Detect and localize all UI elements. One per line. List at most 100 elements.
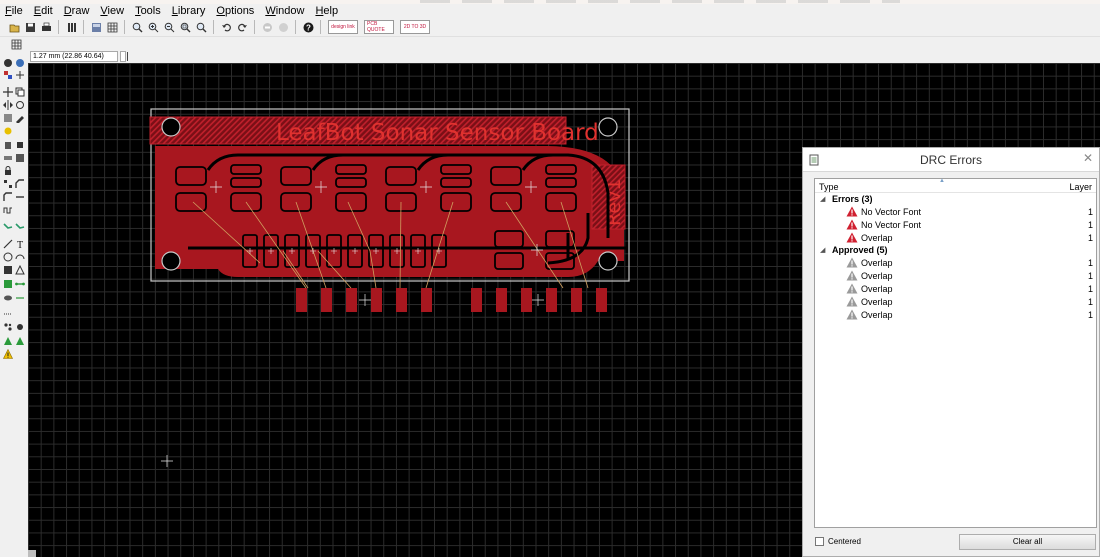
approved-row[interactable]: Overlap 1 — [815, 270, 1096, 283]
save-icon[interactable] — [24, 21, 36, 33]
smash-icon[interactable] — [3, 179, 13, 189]
zoom-redraw-icon[interactable] — [195, 21, 207, 33]
mark-icon[interactable] — [15, 70, 25, 80]
approved-row[interactable]: Overlap 1 — [815, 283, 1096, 296]
text-icon[interactable]: T — [15, 239, 25, 249]
menu-library[interactable]: Library — [171, 5, 206, 17]
pad-origins — [247, 248, 442, 254]
go-icon[interactable] — [277, 21, 289, 33]
error-row[interactable]: No Vector Font 1 — [815, 206, 1096, 219]
show-icon[interactable] — [15, 58, 25, 68]
circle-icon[interactable] — [3, 252, 13, 262]
grid-settings-icon[interactable] — [10, 38, 22, 50]
expand-triangle-icon[interactable]: ◢ — [820, 196, 826, 203]
rotate-icon[interactable] — [15, 100, 25, 110]
add-icon[interactable] — [15, 140, 25, 150]
menu-help[interactable]: Help — [315, 5, 339, 17]
toolbar-separator — [320, 20, 321, 34]
board-layout: LeafBot Sonar Sensor Board Rev1 — [149, 108, 630, 467]
drc-window-icon — [809, 154, 819, 166]
split-icon[interactable] — [3, 192, 13, 202]
via-icon[interactable] — [3, 279, 13, 289]
centered-label: Centered — [828, 537, 861, 546]
zoom-fit-icon[interactable] — [131, 21, 143, 33]
pcb-quote-button[interactable]: PCB QUOTE — [364, 20, 394, 34]
toolbar-separator — [254, 20, 255, 34]
info-icon[interactable] — [3, 58, 13, 68]
redo-icon[interactable] — [236, 21, 248, 33]
drc-icon[interactable] — [3, 336, 13, 346]
ratsnest-icon[interactable] — [3, 322, 13, 332]
replace-icon[interactable] — [15, 153, 25, 163]
menu-options[interactable]: Options — [216, 5, 255, 17]
rect-icon[interactable] — [3, 265, 13, 275]
group-errors[interactable]: ◢ Errors (3) — [815, 193, 1096, 206]
print-icon[interactable] — [40, 21, 52, 33]
trace-clearances — [188, 153, 628, 265]
move-icon[interactable] — [3, 87, 13, 97]
mirror-icon[interactable] — [3, 100, 13, 110]
hole-icon[interactable] — [3, 293, 13, 303]
cam-icon[interactable] — [65, 21, 77, 33]
expand-triangle-icon[interactable]: ◢ — [820, 247, 826, 255]
window-title-strip — [0, 0, 1100, 4]
group-approved[interactable]: ◢ Approved (5) — [815, 244, 1096, 257]
erc-icon[interactable] — [15, 336, 25, 346]
errors-icon[interactable] — [3, 349, 13, 359]
copy-icon[interactable] — [15, 87, 25, 97]
column-type[interactable]: Type — [819, 182, 839, 192]
paste-icon[interactable] — [3, 126, 13, 136]
centered-checkbox[interactable] — [815, 537, 824, 546]
wire-icon[interactable] — [3, 239, 13, 249]
grid-icon[interactable] — [106, 21, 118, 33]
help-icon[interactable]: ? — [302, 21, 314, 33]
menu-view[interactable]: View — [100, 5, 125, 17]
2d-to-3d-button[interactable]: 2D TO 3D — [400, 20, 430, 34]
dimension-icon[interactable] — [3, 309, 13, 319]
delete-icon[interactable] — [3, 140, 13, 150]
toolbar-separator — [213, 20, 214, 34]
menu-edit[interactable]: Edit — [33, 5, 53, 17]
display-icon[interactable] — [3, 70, 13, 80]
lock-icon[interactable] — [3, 166, 13, 176]
approved-row[interactable]: Overlap 1 — [815, 296, 1096, 309]
signal-icon[interactable] — [15, 279, 25, 289]
approved-icon — [846, 309, 858, 320]
route-icon[interactable] — [3, 222, 13, 232]
clear-all-button[interactable]: Clear all — [959, 534, 1096, 550]
error-icon — [846, 206, 858, 217]
column-layer[interactable]: Layer — [1069, 182, 1092, 192]
open-icon[interactable] — [8, 21, 20, 33]
pinswap-icon[interactable] — [3, 153, 13, 163]
miter-icon[interactable] — [15, 179, 25, 189]
command-input-caret[interactable] — [127, 52, 128, 61]
design-link-button[interactable]: design link — [328, 20, 358, 34]
drc-error-list[interactable]: Type ▲ Layer ◢ Errors (3) No Vector Font… — [814, 178, 1097, 528]
undo-icon[interactable] — [220, 21, 232, 33]
zoom-select-icon[interactable] — [179, 21, 191, 33]
svg-text:T: T — [17, 240, 23, 249]
meander-icon[interactable] — [3, 205, 13, 215]
menu-file[interactable]: File — [5, 5, 23, 17]
layers-icon[interactable] — [90, 21, 102, 33]
zoom-out-icon[interactable] — [163, 21, 175, 33]
stop-icon[interactable] — [261, 21, 273, 33]
drc-title: DRC Errors — [920, 153, 982, 167]
arc-icon[interactable] — [15, 252, 25, 262]
close-icon[interactable]: ✕ — [1082, 151, 1094, 165]
menu-tools[interactable]: Tools — [135, 5, 161, 17]
ripup-icon[interactable] — [15, 222, 25, 232]
menu-window[interactable]: Window — [265, 5, 305, 17]
polygon-icon[interactable] — [15, 265, 25, 275]
menu-draw[interactable]: Draw — [63, 5, 90, 17]
group-icon[interactable] — [3, 113, 13, 123]
attribute-icon[interactable] — [15, 293, 25, 303]
error-row[interactable]: No Vector Font 1 — [815, 219, 1096, 232]
error-row[interactable]: Overlap 1 — [815, 232, 1096, 245]
approved-row[interactable]: Overlap 1 — [815, 257, 1096, 270]
auto-icon[interactable] — [15, 322, 25, 332]
change-icon[interactable] — [15, 113, 25, 123]
zoom-in-icon[interactable] — [147, 21, 159, 33]
approved-row[interactable]: Overlap 1 — [815, 309, 1096, 322]
optimize-icon[interactable] — [15, 192, 25, 202]
